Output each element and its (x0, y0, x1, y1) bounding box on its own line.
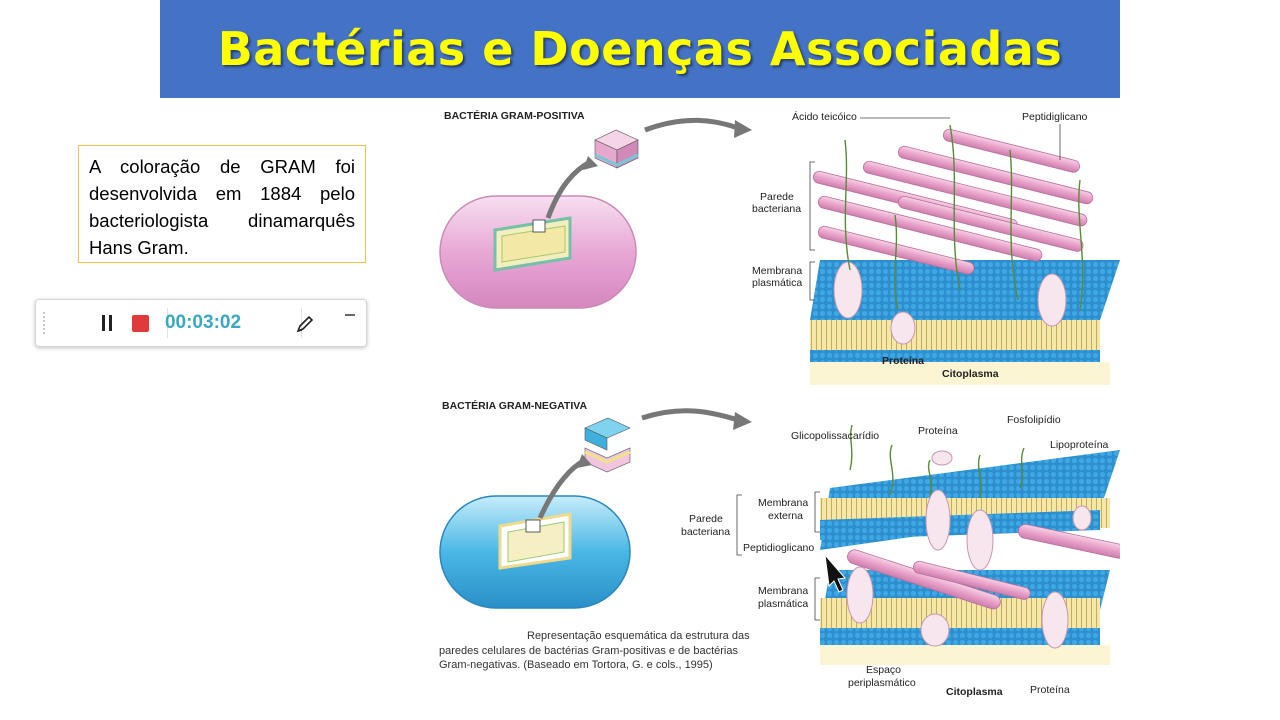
label-glico: Glicopolissacarídio (791, 430, 879, 442)
label-proteina: Proteína (882, 355, 924, 367)
gram-positive-bacterium (439, 195, 637, 309)
gram-cell-wall-figure: BACTÉRIA GRAM-POSITIVA (439, 109, 1120, 698)
grip-icon[interactable] (43, 312, 47, 334)
label-proteina-bottom: Proteína (1030, 684, 1070, 696)
zoom-arrow (641, 408, 739, 423)
label-lipoproteina: Lipoproteína (1050, 439, 1109, 451)
gram-positive-wall-diagram (810, 124, 1120, 385)
stop-icon[interactable] (132, 315, 149, 332)
gram-negative-bacterium (439, 495, 631, 609)
label-membrana-ext-1: Membrana (758, 497, 808, 509)
label-espaco-1: Espaço (866, 664, 901, 676)
gram-negative-wall-diagram (820, 424, 1120, 665)
gram-positive-zoom-cube (594, 129, 639, 169)
zoom-arrow (644, 117, 739, 133)
minimize-icon[interactable] (345, 306, 357, 318)
mouse-cursor-icon (824, 553, 846, 593)
pen-icon[interactable] (294, 313, 316, 335)
pause-icon[interactable] (100, 315, 114, 331)
label-parede-1: Parede (760, 191, 794, 203)
recording-toolbar: 00:03:02 (35, 299, 367, 347)
toolbar-divider (301, 308, 302, 338)
slide-title: Bactérias e Doenças Associadas (217, 22, 1063, 76)
label-membrana-2: plasmática (752, 277, 802, 289)
gram-negative-heading: BACTÉRIA GRAM-NEGATIVA (442, 399, 587, 412)
label-peptidoglicano: Peptidiglicano (1022, 111, 1088, 123)
gram-positive-heading: BACTÉRIA GRAM-POSITIVA (444, 109, 585, 122)
label-membrana-1: Membrana (752, 265, 802, 277)
toolbar-divider (167, 308, 168, 338)
label-citoplasma-neg: Citoplasma (946, 686, 1003, 698)
gram-negative-zoom-cube (584, 417, 631, 473)
label-fosfolipidio: Fosfolipídio (1007, 414, 1061, 426)
label-citoplasma: Citoplasma (942, 368, 999, 380)
label-parede-2: bacteriana (752, 203, 801, 215)
label-peptidoglicano-neg: Peptidioglicano (743, 542, 814, 554)
title-banner: Bactérias e Doenças Associadas (160, 0, 1120, 98)
caption-line: Gram-negativas. (Baseado em Tortora, G. … (439, 659, 713, 671)
label-espaco-2: periplasmático (848, 677, 916, 689)
label-membrana-ext-2: externa (768, 510, 803, 522)
label-acido: Ácido teicóico (792, 110, 857, 123)
label-membrana-pl-2: plasmática (758, 598, 808, 610)
label-membrana-pl-1: Membrana (758, 585, 808, 597)
label-parede-neg-2: bacteriana (681, 526, 730, 538)
label-parede-neg-1: Parede (689, 513, 723, 525)
caption-line: paredes celulares de bactérias Gram-posi… (439, 645, 738, 657)
info-text-box: A coloração de GRAM foi desenvolvida em … (78, 145, 366, 263)
elapsed-timer: 00:03:02 (164, 312, 242, 333)
label-proteina-top: Proteína (918, 425, 958, 437)
caption-line: Representação esquemática da estrutura d… (527, 630, 750, 642)
